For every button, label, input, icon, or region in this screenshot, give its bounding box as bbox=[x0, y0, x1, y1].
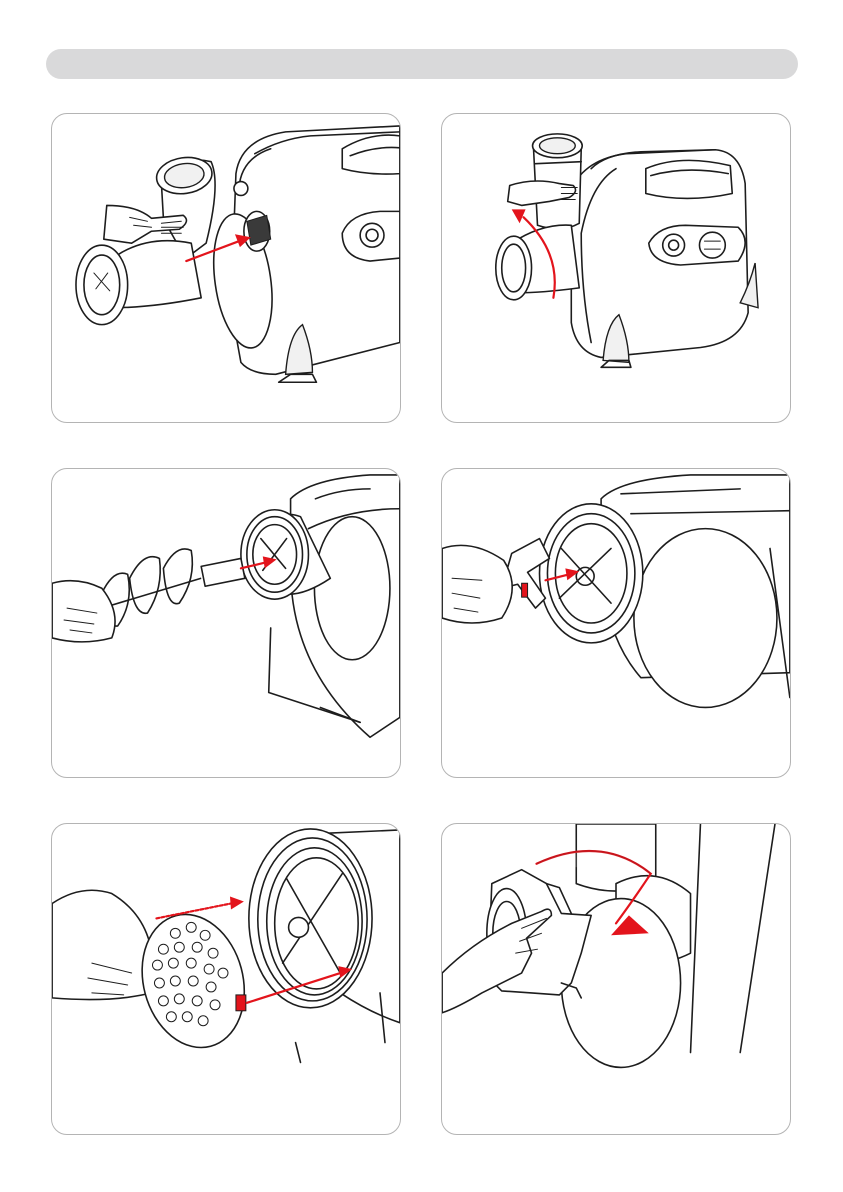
step-1-panel bbox=[51, 113, 401, 423]
grinding-plate-insert-illustration bbox=[52, 824, 400, 1134]
step-5-panel bbox=[51, 823, 401, 1135]
step-2-panel bbox=[441, 113, 791, 423]
step-6-panel bbox=[441, 823, 791, 1135]
feeding-tube-attach-illustration bbox=[52, 114, 400, 422]
cutting-blade-insert-illustration bbox=[442, 469, 790, 777]
auger-insert-illustration bbox=[52, 469, 400, 777]
ring-nut-tighten-illustration bbox=[442, 824, 790, 1134]
step-4-panel bbox=[441, 468, 791, 778]
step-3-panel bbox=[51, 468, 401, 778]
feeding-tube-rotate-illustration bbox=[442, 114, 790, 422]
header-bar bbox=[46, 49, 798, 79]
